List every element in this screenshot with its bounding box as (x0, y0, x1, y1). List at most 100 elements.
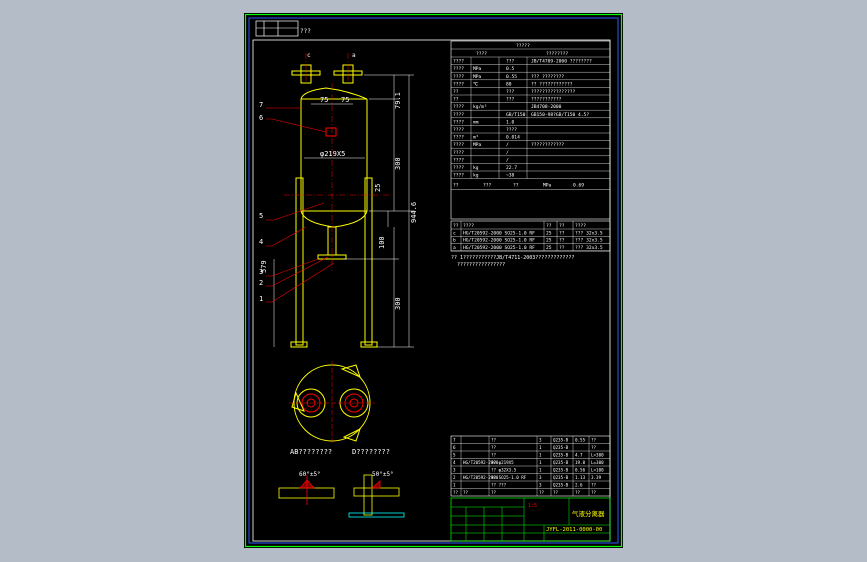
vessel-front-view (290, 64, 378, 348)
parts-cell: ?? (591, 483, 597, 488)
nozzle-cell: ?? (559, 245, 565, 251)
nozzle-header-cell: ?? (546, 223, 552, 229)
nozzle-cell: ??? 32x3.5 (575, 238, 603, 244)
tech-row-value: ???? (506, 127, 517, 133)
tech-row-name: ???? (453, 165, 464, 171)
parts-cell: Q235-B (553, 445, 569, 450)
nozzle-header-cell: ???? (463, 223, 474, 229)
dim-body-height: 300 (394, 157, 402, 170)
tech-subheader-right: ???????? (546, 51, 568, 57)
nozzle-header-cell: ?? (559, 223, 565, 229)
tech-row-ref: JB/T4709-2000 ???????? (531, 59, 592, 65)
parts-cell: ?? (591, 445, 597, 450)
note-line-2: ???????????????? (457, 262, 505, 268)
parts-cell: ?? (591, 438, 597, 443)
tech-table-header: ????? (516, 43, 530, 49)
tech-row-unit: ℃ (473, 81, 479, 87)
parts-cell: Q235-B (553, 483, 569, 488)
tech-row-value: 22.7 (506, 165, 517, 171)
parts-cell: ?? (463, 490, 469, 495)
nozzle-cell: b (453, 238, 456, 244)
tech-row-ref: JB4708-2000 (531, 104, 562, 110)
centre-lines (284, 53, 389, 271)
parts-cell: ?? (491, 490, 497, 495)
nozzle-cell: a (453, 246, 456, 251)
tech-row-value: GB/T150 (506, 112, 526, 118)
tech-row-unit: MPa (473, 66, 482, 72)
note-line-1: ?? 1???????????JB/T4711-2003????????????… (451, 255, 574, 261)
parts-cell: 1 (539, 468, 542, 473)
parts-cell: 3 (539, 438, 542, 443)
dimension-texts: 75 75 φ219X5 79.1 300 944.6 25 100 300 5… (260, 92, 418, 310)
tech-row-name: ???? (453, 66, 464, 72)
corner-title-box: ??? (255, 20, 311, 37)
tech-row-value: ??? (506, 59, 515, 65)
tech-row-unit: kg (473, 165, 479, 171)
view-label-ab: AB???????? (290, 448, 332, 456)
parts-cell: ?? ??? (491, 483, 507, 488)
dim-total-height: 944.6 (410, 202, 418, 223)
test-grid-cell: 0.69 (573, 183, 584, 189)
nozzle-cell: ?? (559, 238, 565, 244)
vessel-top-view (289, 361, 375, 445)
weld-detail-left: 60°±5° (278, 471, 335, 505)
tech-row-name: ???? (453, 135, 464, 141)
parts-cell: 4 (453, 460, 456, 465)
parts-cell: 19.0 (575, 460, 586, 465)
nozzle-header-cell: ?? (453, 223, 459, 229)
tech-row-unit: m³ (473, 135, 479, 141)
tech-subheader-left: ???? (476, 51, 487, 57)
dim-top-height: 79.1 (394, 92, 402, 109)
tech-row-name: ???? (453, 119, 464, 125)
tech-row-unit: kg (473, 173, 479, 179)
test-grid-cell: ?? (513, 183, 519, 189)
tech-row-value: 0.5 (506, 66, 515, 72)
tech-row-name: ???? (453, 127, 464, 133)
title-block-drawing-no: JYFL-2011-0000-00 (546, 527, 602, 533)
tech-row-name: ???? (453, 142, 464, 148)
parts-cell: ?? φ32X3.5 (491, 468, 517, 473)
balloon-7: 7 (259, 101, 263, 109)
tech-row-ref: ???????????? (531, 142, 564, 148)
tech-row-name: ???? (453, 59, 464, 65)
parts-cell: HG/T20592-2000 (463, 475, 499, 480)
tech-table: ????????????????????????JB/T4709-2000 ??… (450, 40, 611, 220)
test-grid-cell: ?? (453, 183, 459, 189)
nozzle-cell: HG/T20592-2000 SO25-1.0 RF (463, 245, 535, 251)
nozzle-cell: 25 (546, 245, 552, 251)
nozzle-cell: 25 (546, 238, 552, 244)
tech-row-ref: ??????????? (531, 97, 562, 103)
parts-cell: Q235-B (553, 438, 569, 443)
parts-cell: 5 (453, 453, 456, 458)
tech-row-name: ???? (453, 81, 464, 87)
nozzle-cell: ?? (559, 230, 565, 236)
parts-cell: 1 (539, 460, 542, 465)
tech-row-name: ???? (453, 74, 464, 80)
parts-cell: 0.55 (575, 438, 586, 443)
balloon-3: 3 (259, 268, 263, 276)
tech-row-ref: ???????????????? (531, 89, 575, 95)
nozzle-cell: HG/T20592-2000 SO25-1.0 RF (463, 230, 535, 236)
tech-row-name: ?? (453, 89, 459, 95)
title-block: 1:5 气液分离器 JYFL-2011-0000-00 (450, 497, 611, 542)
parts-cell: ?? (491, 453, 497, 458)
tech-row-value: / (506, 150, 509, 156)
parts-cell: 3 (453, 468, 456, 473)
parts-cell: Q235-B (553, 460, 569, 465)
part-6-fitting (325, 127, 337, 137)
drawing-sheet: ??? (244, 13, 623, 548)
nozzle-mark-c: c (307, 52, 311, 59)
parts-cell: ?? (491, 445, 497, 450)
tech-row-unit: mm (473, 120, 479, 125)
dim-leg-height: 300 (394, 297, 402, 310)
parts-cell: 3 (539, 475, 542, 480)
tech-row-unit: MPa (473, 142, 482, 148)
parts-cell: 1 (539, 453, 542, 458)
balloon-5: 5 (259, 212, 263, 220)
balloon-labels: 7 6 5 4 3 2 1 (259, 101, 263, 303)
tech-row-name: ???? (453, 157, 464, 163)
balloon-2: 2 (259, 279, 263, 287)
tech-row-value: / (506, 157, 509, 163)
parts-cell: ?? φ219X5 (491, 460, 514, 465)
